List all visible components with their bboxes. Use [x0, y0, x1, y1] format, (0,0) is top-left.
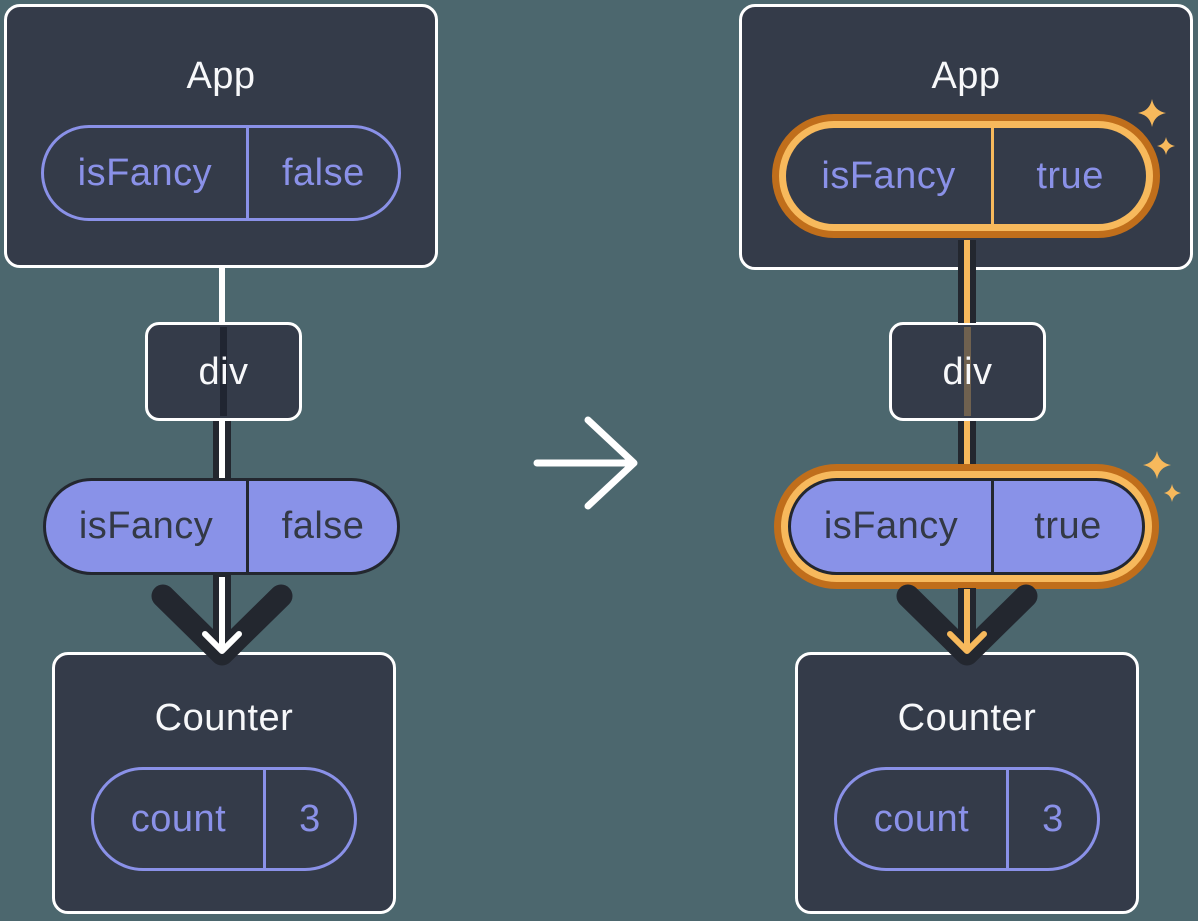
pill-divider	[991, 481, 995, 572]
counter-component-box-before: Counter count 3	[52, 652, 396, 914]
app-title: App	[186, 55, 256, 97]
state-key: count	[130, 797, 227, 840]
prop-value: true	[1034, 505, 1102, 547]
div-node-box-before: div	[145, 322, 302, 421]
counter-state-pill-after: count 3	[834, 767, 1100, 871]
highlight-ring: isFancy true	[774, 464, 1159, 589]
connector-core-before	[219, 421, 225, 479]
state-key: count	[873, 797, 970, 840]
app-state-pill-before: isFancy false	[41, 125, 401, 221]
prop-key: isFancy	[823, 505, 959, 547]
arrow-down-icon	[896, 584, 1038, 666]
pill-divider	[991, 128, 995, 224]
connector-ghost-line	[964, 327, 971, 416]
pill-divider	[1006, 770, 1009, 868]
div-node-box-after: div	[889, 322, 1046, 421]
state-key: isFancy	[821, 154, 956, 197]
state-value: true	[1036, 154, 1104, 197]
div-label: div	[198, 350, 249, 393]
pill-divider	[246, 481, 250, 572]
connector-core-after	[964, 240, 970, 323]
counter-title: Counter	[154, 697, 294, 739]
counter-component-box-after: Counter count 3	[795, 652, 1139, 914]
prop-pill-after: isFancy true	[788, 478, 1145, 575]
pill-divider	[263, 770, 266, 868]
highlight-ring: isFancy true	[772, 114, 1160, 238]
prop-pill-before: isFancy false	[43, 478, 400, 575]
state-value: false	[281, 151, 365, 194]
connector-core-after	[964, 421, 970, 480]
app-title: App	[931, 55, 1001, 97]
state-value: 3	[299, 797, 321, 840]
sparkle-icon-small	[1164, 484, 1181, 502]
counter-state-pill-before: count 3	[91, 767, 357, 871]
arrow-right-icon	[533, 416, 638, 510]
arrow-down-icon	[151, 575, 293, 666]
app-component-box-after: App isFancy true	[739, 4, 1193, 270]
state-key: isFancy	[77, 151, 213, 194]
prop-value: false	[281, 505, 365, 547]
div-label: div	[942, 350, 993, 393]
sparkle-icon-large	[1143, 451, 1171, 479]
app-state-pill-after: isFancy true	[786, 128, 1146, 224]
app-component-box-before: App isFancy false	[4, 4, 438, 268]
state-value: 3	[1042, 797, 1064, 840]
pill-divider	[245, 128, 249, 218]
connector-ghost-line	[220, 327, 227, 416]
counter-title: Counter	[897, 697, 1037, 739]
connector-app-div-before	[219, 265, 225, 325]
prop-key: isFancy	[78, 505, 214, 547]
